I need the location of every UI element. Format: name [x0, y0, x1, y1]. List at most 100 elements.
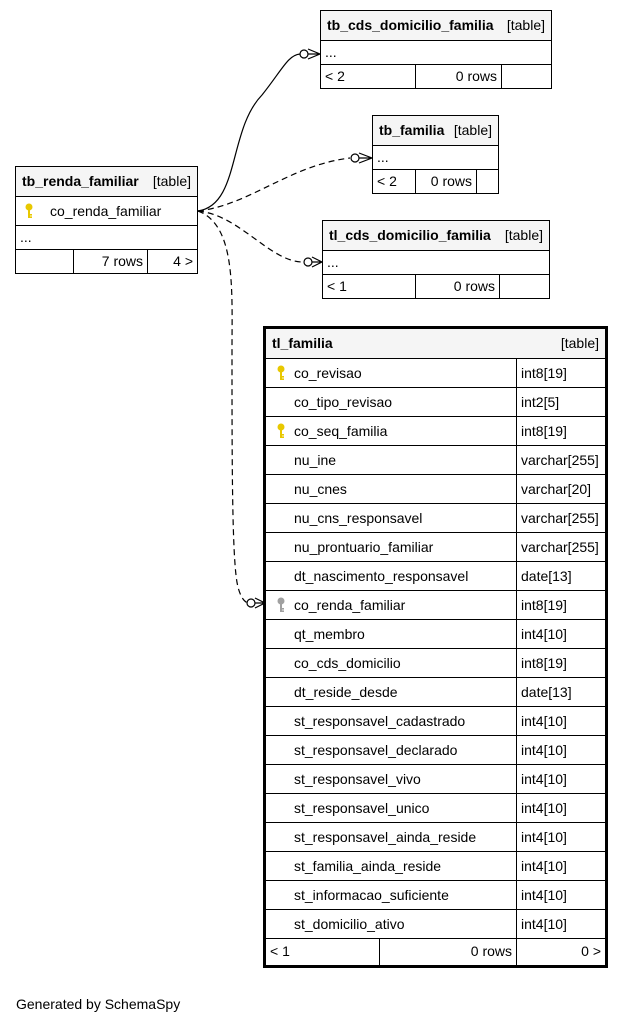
table-tb-familia[interactable]: tb_familia [table] ... < 2 0 rows: [372, 115, 499, 194]
primary-key-icon: [277, 365, 285, 380]
primary-key-icon: [277, 423, 285, 438]
column-name: st_responsavel_ainda_reside: [294, 829, 477, 845]
column-name: st_responsavel_cadastrado: [294, 713, 466, 729]
column-row[interactable]: qt_membro int4[10]: [266, 619, 605, 648]
column-name: qt_membro: [294, 626, 365, 642]
column-name: co_cds_domicilio: [294, 655, 401, 671]
column-row[interactable]: st_responsavel_vivo int4[10]: [266, 764, 605, 793]
column-row[interactable]: co_cds_domicilio int8[19]: [266, 648, 605, 677]
table-header: tl_familia [table]: [266, 329, 605, 358]
column-row[interactable]: st_responsavel_unico int4[10]: [266, 793, 605, 822]
column-type: date[13]: [516, 678, 605, 706]
column-name: st_responsavel_unico: [294, 800, 430, 816]
columns-placeholder: ...: [20, 229, 32, 245]
table-tl-cds-domicilio-familia[interactable]: tl_cds_domicilio_familia [table] ... < 1…: [322, 220, 550, 299]
table-tb-cds-domicilio-familia[interactable]: tb_cds_domicilio_familia [table] ... < 2…: [320, 10, 552, 89]
table-name: tl_cds_domicilio_familia: [329, 227, 491, 243]
columns-placeholder: ...: [327, 254, 339, 270]
table-header: tl_cds_domicilio_familia [table]: [323, 221, 549, 250]
columns-placeholder-row: ...: [16, 225, 197, 249]
column-row[interactable]: co_renda_familiar: [16, 196, 197, 225]
column-row[interactable]: dt_reside_desde date[13]: [266, 677, 605, 706]
column-name: st_informacao_suficiente: [294, 887, 449, 903]
row-count: 0 rows: [379, 939, 516, 965]
column-type: varchar[255]: [516, 446, 605, 474]
column-type: int4[10]: [516, 823, 605, 851]
table-type: [table]: [560, 335, 599, 351]
column-type: int4[10]: [516, 794, 605, 822]
column-name: co_tipo_revisao: [294, 394, 393, 410]
primary-key-icon: [25, 203, 33, 218]
table-footer: < 2 0 rows: [321, 64, 551, 88]
columns-placeholder-row: ...: [321, 40, 551, 64]
column-type: int4[10]: [516, 736, 605, 764]
row-count: 0 rows: [415, 170, 476, 193]
column-name: co_revisao: [294, 365, 362, 381]
table-type: [table]: [453, 122, 492, 138]
columns-placeholder: ...: [325, 44, 337, 60]
table-tb-renda-familiar[interactable]: tb_renda_familiar [table] co_renda_famil…: [15, 166, 198, 274]
table-name: tl_familia: [272, 335, 333, 351]
column-name: co_seq_familia: [294, 423, 388, 439]
column-row[interactable]: nu_cnes varchar[20]: [266, 474, 605, 503]
table-type: [table]: [152, 173, 191, 189]
column-type: int4[10]: [516, 765, 605, 793]
parents-count: < 2: [377, 173, 397, 189]
row-count: 7 rows: [73, 250, 147, 273]
column-type: int4[10]: [516, 881, 605, 909]
column-row[interactable]: st_responsavel_ainda_reside int4[10]: [266, 822, 605, 851]
table-type: [table]: [506, 17, 545, 33]
column-name: nu_cns_responsavel: [294, 510, 423, 526]
column-row[interactable]: co_revisao int8[19]: [266, 358, 605, 387]
parents-count: [16, 250, 73, 273]
table-header: tb_renda_familiar [table]: [16, 167, 197, 196]
column-type: varchar[20]: [516, 475, 605, 503]
children-count: 4 >: [147, 250, 197, 273]
column-name: st_responsavel_vivo: [294, 771, 421, 787]
generated-by-footer: Generated by SchemaSpy: [16, 996, 181, 1012]
row-count: 0 rows: [415, 65, 501, 88]
column-type: int8[19]: [516, 359, 605, 387]
edge-to-tb-cds-domicilio-familia: [197, 48, 322, 212]
table-header: tb_cds_domicilio_familia [table]: [321, 11, 551, 40]
column-type: int8[19]: [516, 649, 605, 677]
column-type: date[13]: [516, 562, 605, 590]
table-type: [table]: [504, 227, 543, 243]
column-type: int4[10]: [516, 852, 605, 880]
column-name: dt_reside_desde: [294, 684, 398, 700]
column-row[interactable]: st_informacao_suficiente int4[10]: [266, 880, 605, 909]
column-name: dt_nascimento_responsavel: [294, 568, 469, 584]
column-name: nu_cnes: [294, 481, 347, 497]
edge-to-tl-cds-domicilio-familia: [197, 210, 324, 268]
table-header: tb_familia [table]: [373, 116, 498, 145]
columns-placeholder: ...: [377, 149, 389, 165]
column-type: int4[10]: [516, 620, 605, 648]
children-count: [501, 65, 551, 88]
column-name: co_renda_familiar: [50, 203, 162, 219]
column-name: nu_ine: [294, 452, 337, 468]
column-row[interactable]: nu_ine varchar[255]: [266, 445, 605, 474]
column-name: st_domicilio_ativo: [294, 916, 405, 932]
column-type: varchar[255]: [516, 533, 605, 561]
column-type: int8[19]: [516, 591, 605, 619]
row-count: 0 rows: [415, 275, 499, 298]
edge-to-tb-familia: [197, 152, 374, 212]
parents-count: < 1: [327, 278, 347, 294]
column-name: co_renda_familiar: [294, 597, 406, 613]
children-count: [476, 170, 498, 193]
children-count: 0 >: [516, 939, 605, 965]
column-row[interactable]: co_renda_familiar int8[19]: [266, 590, 605, 619]
columns-placeholder-row: ...: [323, 250, 549, 274]
column-row[interactable]: dt_nascimento_responsavel date[13]: [266, 561, 605, 590]
